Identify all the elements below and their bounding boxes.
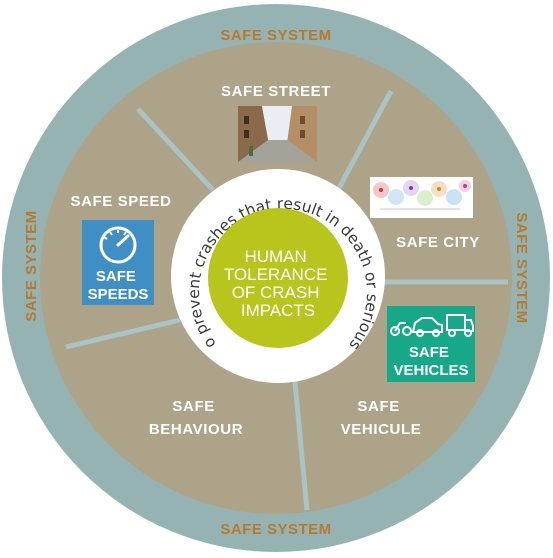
divider-bottom-right bbox=[291, 371, 310, 511]
core-line-2: TOLERANCE bbox=[224, 265, 328, 284]
segment-label-city: SAFE CITY bbox=[396, 234, 480, 251]
behaviour-line-2: BEHAVIOUR bbox=[149, 421, 243, 438]
segment-label-vehicule: SAFE VEHICULE bbox=[341, 398, 422, 438]
vehicles-line-2: VEHICLES bbox=[393, 362, 468, 379]
divider-top-right bbox=[335, 89, 394, 192]
segment-label-behaviour: SAFE BEHAVIOUR bbox=[149, 398, 243, 438]
city-diagram-image bbox=[370, 177, 473, 218]
ring-label-left: SAFE SYSTEM bbox=[23, 210, 40, 321]
speeds-line-2: SPEEDS bbox=[88, 286, 149, 303]
core-text: HUMAN TOLERANCE OF CRASH IMPACTS bbox=[224, 247, 332, 320]
safe-speeds-badge: SAFE SPEEDS bbox=[82, 220, 154, 305]
vehicule-line-2: VEHICULE bbox=[341, 421, 422, 438]
divider-left bbox=[65, 317, 181, 350]
core-line-1: HUMAN bbox=[244, 247, 306, 266]
vehicles-icon bbox=[390, 314, 474, 337]
core-line-4: IMPACTS bbox=[241, 301, 315, 320]
safe-vehicles-text: SAFE VEHICLES bbox=[393, 344, 468, 379]
speeds-line-1: SAFE bbox=[96, 268, 136, 285]
speedometer-icon bbox=[99, 226, 137, 264]
segment-dividers bbox=[65, 89, 508, 511]
core-line-3: OF CRASH bbox=[232, 283, 320, 302]
ring-label-bottom: SAFE SYSTEM bbox=[220, 521, 331, 538]
safe-speeds-text: SAFE SPEEDS bbox=[88, 268, 149, 303]
vehicule-line-1: SAFE bbox=[357, 398, 399, 415]
vehicles-line-1: SAFE bbox=[409, 344, 449, 361]
segment-label-street: SAFE STREET bbox=[221, 83, 331, 100]
street-photo bbox=[238, 106, 317, 162]
divider-top-left bbox=[136, 107, 215, 192]
ring-label-right: SAFE SYSTEM bbox=[513, 212, 530, 323]
behaviour-line-1: SAFE bbox=[172, 398, 214, 415]
core-circle bbox=[208, 208, 348, 348]
safe-vehicles-badge: SAFE VEHICLES bbox=[387, 306, 475, 382]
segment-label-speed: SAFE SPEED bbox=[70, 193, 171, 210]
ring-label-top: SAFE SYSTEM bbox=[220, 27, 331, 44]
